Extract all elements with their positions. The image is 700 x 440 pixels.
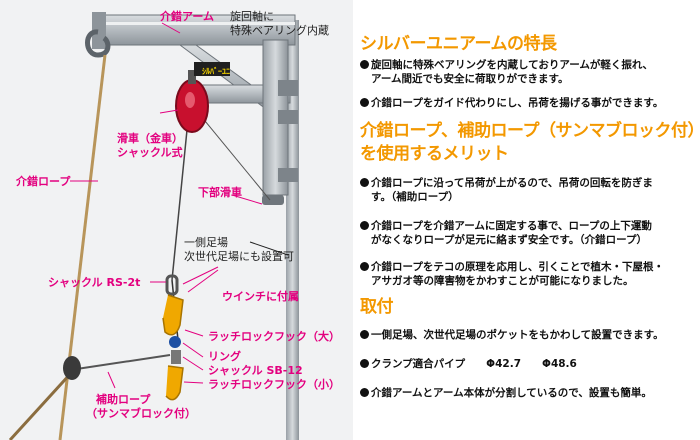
label-pulley-1: 滑車（金車） [117,132,183,145]
latch-hook-large [162,294,184,336]
bullet-icon [360,98,369,107]
bullet-icon [360,359,369,368]
features-heading: シルバーユニアームの特長 [360,34,557,54]
feature-item: 介錯ロープをガイド代わりにし、吊荷を揚げる事ができます。 [360,96,694,110]
label-lower-pulley: 下部滑車 [198,186,242,199]
label-ring: リング [208,350,241,363]
merit-item: 介錯ロープをテコの原理を応用し、引くことで植木・下屋根・ アサガオ等の障害物をか… [360,260,694,288]
label-shackle-rs: シャックル RS-2t [48,276,141,289]
bullet-icon [360,330,369,339]
boom-sign: ｼﾙﾊﾞｰﾕﾆ [202,67,230,76]
merit-item: 介錯ロープを介錯アームに固定する事で、ロープの上下運動 がなくなりロープが足元に… [360,219,694,247]
label-latch-large: ラッチロックフック（大） [208,330,340,343]
label-pulley-2: シャックル式 [117,146,183,159]
arm-illustration [8,12,299,440]
label-bearing-1: 旋回軸に [230,10,274,23]
mounting-item: 介錯アームとアーム本体が分割しているので、設置も簡単。 [360,386,694,400]
label-arm: 介錯アーム [160,10,215,23]
bullet-icon [360,388,369,397]
mounting-item: クランプ適合パイプ Φ42.7 Φ48.6 [360,357,694,371]
guide-rope [58,54,107,440]
label-shackle-sb: シャックル SB-12 [208,364,303,377]
label-aux-2: （サンマブロック付） [86,407,196,420]
bullet-icon [360,178,369,187]
bullet-icon [360,221,369,230]
scaffold-pole [286,20,299,440]
bullet-icon [360,60,369,69]
bullet-icon [360,262,369,271]
product-photo: ｼﾙﾊﾞｰﾕﾆ 介錯アーム 旋回軸に 特殊ベアリング内蔵 滑車（金車） シャック… [0,0,353,440]
latch-hook-small [165,365,184,401]
label-winch: ウインチに付属 [222,290,299,303]
mounting-heading: 取付 [360,297,394,317]
label-aux-1: 補助ロープ [96,393,151,406]
mounting-item: 一側足場、次世代足場のポケットをもかわして設置できます。 [360,328,694,342]
merits-heading-2: を使用するメリット [360,144,509,164]
top-boom [94,14,296,46]
label-scaffold-1: 一側足場 [184,236,228,249]
info-panel: シルバーユニアームの特長 旋回軸に特殊ベアリングを内蔵しておりアームが軽く振れ、… [360,0,700,440]
label-guide-rope: 介錯ロープ [16,175,71,188]
label-scaffold-2: 次世代足場にも設置可 [184,250,294,263]
label-bearing-2: 特殊ベアリング内蔵 [230,24,329,37]
merit-item: 介錯ロープに沿って吊荷が上がるので、吊荷の回転を防ぎま す。（補助ロープ） [360,176,694,204]
label-latch-small: ラッチロックフック（小） [208,378,340,391]
aux-rope [69,354,171,371]
merits-heading-1: 介錯ロープ、補助ロープ（サンマブロック付） [360,121,700,141]
feature-item: 旋回軸に特殊ベアリングを内蔵しておりアームが軽く振れ、 アーム間近でも安全に荷取… [360,58,694,86]
